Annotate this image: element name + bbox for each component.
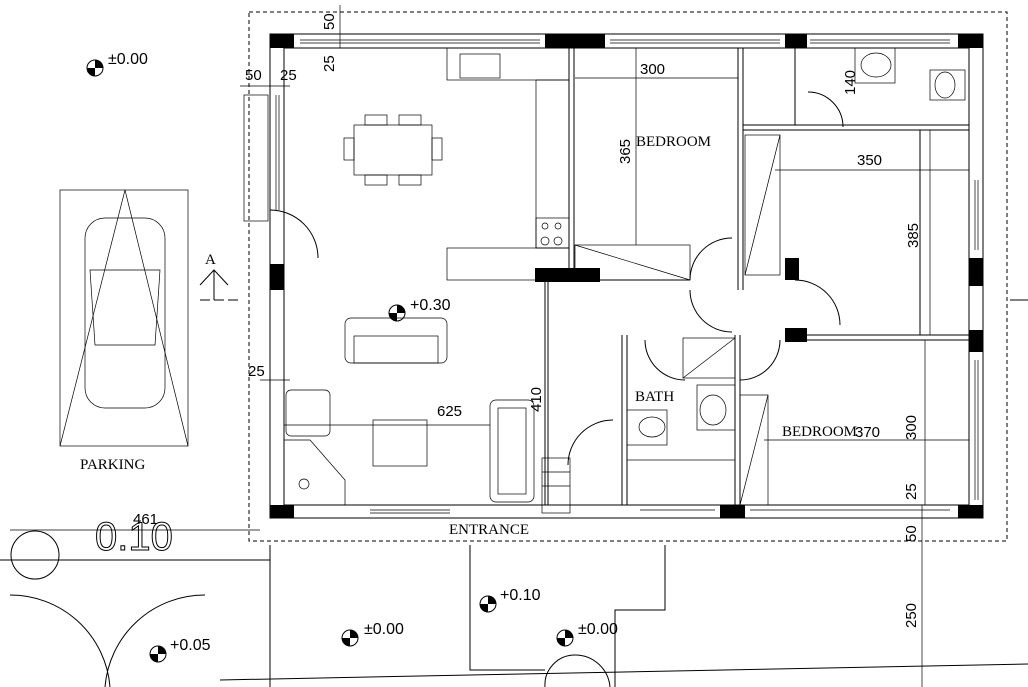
external-walls: [269, 33, 984, 519]
bath-fixtures: [626, 47, 966, 506]
big-level-label: 0.10: [95, 515, 173, 559]
dim-bed2-width: 350: [857, 152, 882, 169]
dim-bed3-width: 370: [855, 424, 880, 441]
level-yard-2: ±0.00: [578, 621, 618, 638]
level-parking-top: ±0.00: [108, 51, 148, 68]
yard-walls: [0, 299, 1028, 687]
dim-top-50: 50: [321, 13, 338, 30]
dimension-lines: [10, 5, 969, 687]
dim-living-410: 410: [528, 387, 545, 412]
level-entry-walk: +0.10: [500, 587, 541, 604]
dim-parking-461: 461: [133, 511, 158, 528]
dim-bed2-height: 385: [905, 223, 922, 248]
wardrobes: [574, 134, 781, 506]
section-label: A: [205, 252, 216, 268]
dim-left-25: 25: [280, 67, 297, 84]
dim-wc-140: 140: [842, 70, 859, 95]
room-label-bedroom-2: BEDROOM: [782, 424, 857, 440]
room-label-parking: PARKING: [80, 457, 145, 473]
level-living: +0.30: [410, 297, 451, 314]
level-yard-1: ±0.00: [364, 621, 404, 638]
level-markers: [86, 59, 574, 663]
room-label-bedroom-1: BEDROOM: [636, 134, 711, 150]
dim-bed1-width: 300: [640, 61, 665, 78]
windows: [243, 39, 979, 514]
room-label-bath: BATH: [635, 389, 674, 405]
level-gate: +0.05: [170, 637, 211, 654]
dim-bed1-height: 365: [617, 139, 634, 164]
dim-living-width: 625: [437, 403, 462, 420]
dim-left-25b: 25: [248, 363, 265, 380]
living-furniture: [283, 317, 535, 506]
slab-outline: [248, 11, 1008, 542]
dim-right-50: 50: [903, 525, 920, 542]
dim-bed3-height: 300: [903, 415, 920, 440]
dim-right-250: 250: [903, 603, 920, 628]
kitchen: [446, 47, 570, 281]
car-drawing: [59, 189, 189, 447]
dim-right-25: 25: [903, 483, 920, 500]
dim-top-25: 25: [321, 55, 338, 72]
doors: [9, 91, 844, 687]
entrance-steps: [541, 457, 571, 514]
grid-bubble: [10, 530, 60, 580]
section-marker-A: [199, 269, 240, 301]
room-label-entrance: ENTRANCE: [449, 522, 529, 538]
dining-table: [343, 114, 443, 186]
dim-left-50: 50: [245, 67, 262, 84]
